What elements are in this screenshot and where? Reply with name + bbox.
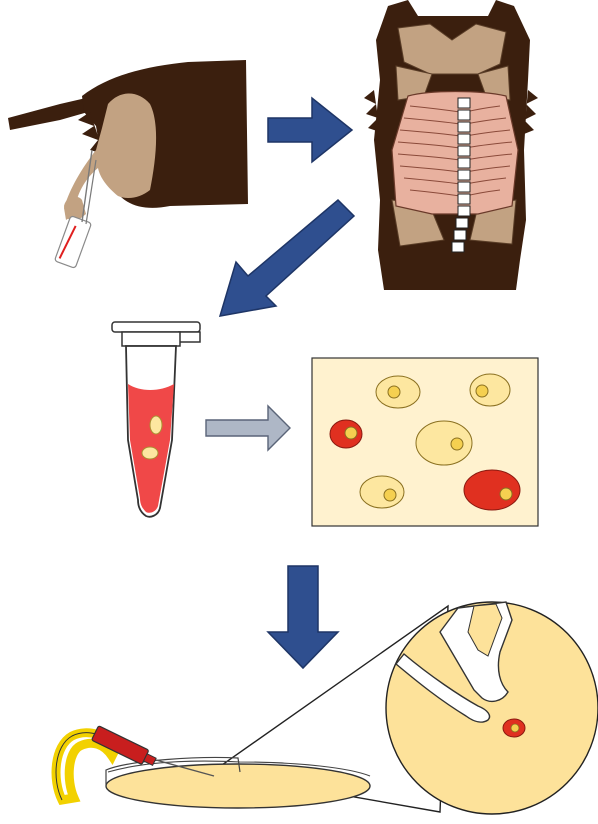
rat-tail-blood-draw-icon (8, 60, 248, 268)
microcentrifuge-tube-icon (112, 322, 200, 517)
arrow-diagonal-2 (220, 200, 354, 316)
arrow-down-4 (268, 566, 338, 668)
rat-dissection-icon (364, 0, 538, 290)
cell-culture-field-icon (312, 358, 538, 526)
arrow-right-1 (268, 98, 352, 162)
arrow-right-3 (206, 406, 290, 450)
